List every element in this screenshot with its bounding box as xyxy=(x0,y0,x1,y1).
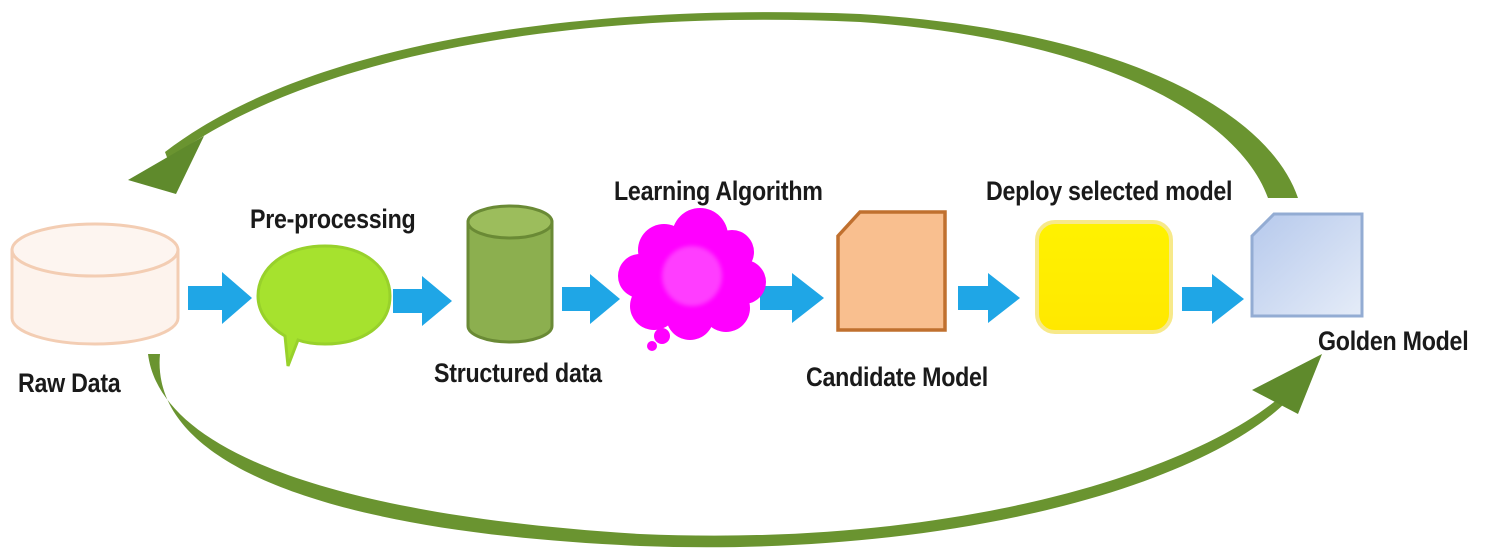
deploy-selected-model-label: Deploy selected model xyxy=(986,176,1233,206)
pre-processing-bubble xyxy=(256,244,392,367)
flow-arrow-2 xyxy=(393,276,452,326)
candidate-model-label: Candidate Model xyxy=(806,362,988,392)
deploy-model-box xyxy=(1035,220,1173,334)
flow-arrow-4 xyxy=(760,273,824,323)
raw-data-cylinder xyxy=(10,222,180,346)
flow-arrow-1 xyxy=(188,272,252,324)
learning-algorithm-label: Learning Algorithm xyxy=(614,176,823,206)
flow-arrow-5 xyxy=(958,273,1020,323)
golden-model-card xyxy=(1250,212,1364,318)
structured-data-cylinder xyxy=(466,204,554,344)
pre-processing-label: Pre-processing xyxy=(250,204,416,234)
raw-data-label: Raw Data xyxy=(18,368,121,398)
flow-arrow-3 xyxy=(562,274,620,324)
top-cycle-arrow xyxy=(128,12,1298,198)
flow-arrow-6 xyxy=(1182,274,1244,324)
golden-model-label: Golden Model xyxy=(1318,326,1469,356)
learning-algorithm-cloud xyxy=(618,208,766,351)
bottom-cycle-arrow xyxy=(148,354,1322,548)
structured-data-label: Structured data xyxy=(434,358,602,388)
candidate-model-card xyxy=(836,210,947,332)
